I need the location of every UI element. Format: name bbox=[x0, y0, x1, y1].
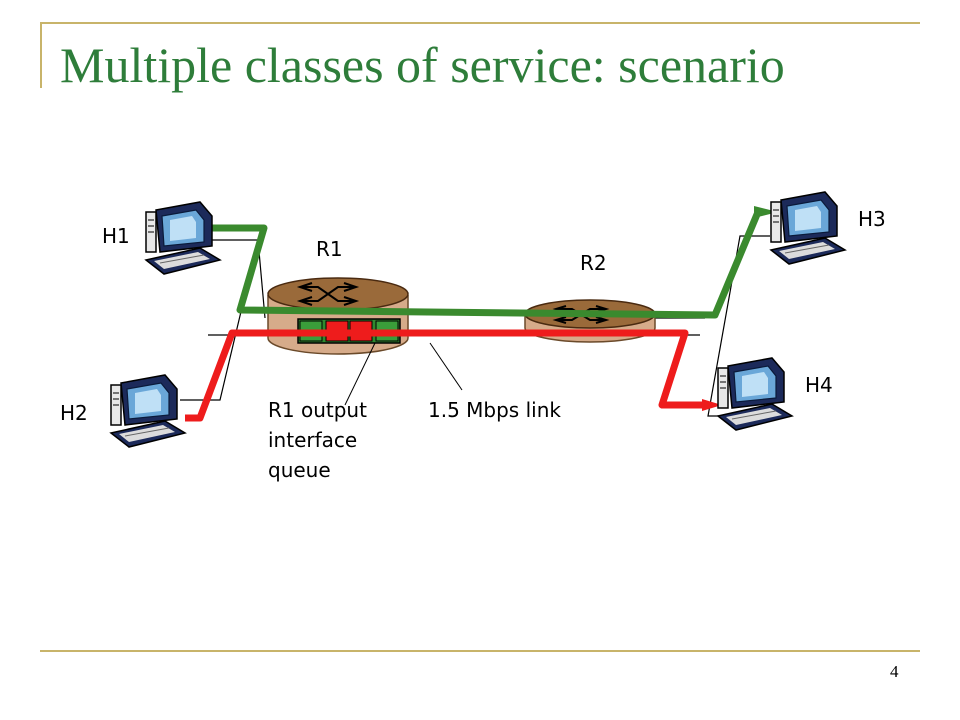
red-flow-h2-h4 bbox=[185, 329, 706, 422]
queue-label-line3: queue bbox=[268, 458, 331, 482]
host-h1-computer-icon bbox=[145, 201, 221, 275]
host-h3-label: H3 bbox=[858, 207, 886, 231]
router-r2-label: R2 bbox=[580, 251, 607, 275]
green-flow-arrowhead bbox=[754, 206, 778, 218]
host-h2-computer-icon bbox=[110, 374, 186, 448]
host-h2-label: H2 bbox=[60, 401, 88, 425]
link-pointer-line bbox=[429, 342, 463, 391]
link-label: 1.5 Mbps link bbox=[428, 398, 561, 422]
page-number: 4 bbox=[890, 662, 899, 681]
host-h1-label: H1 bbox=[102, 224, 130, 248]
green-flow-h1-h3 bbox=[208, 210, 762, 319]
queue-pointer-line bbox=[344, 342, 376, 406]
slide-frame-top bbox=[40, 22, 920, 24]
queue-label-line2: interface bbox=[268, 428, 357, 452]
host-h3-computer-icon bbox=[770, 191, 846, 265]
slide-title: Multiple classes of service: scenario bbox=[60, 37, 785, 93]
slide-frame-bottom bbox=[40, 650, 920, 652]
host-h4-label: H4 bbox=[805, 373, 833, 397]
queue-label-line1: R1 output bbox=[268, 398, 367, 422]
host-h4-computer-icon bbox=[717, 357, 793, 431]
router-r1-label: R1 bbox=[316, 237, 343, 261]
red-flow-arrowhead bbox=[702, 399, 722, 411]
slide-frame-left bbox=[40, 22, 42, 88]
